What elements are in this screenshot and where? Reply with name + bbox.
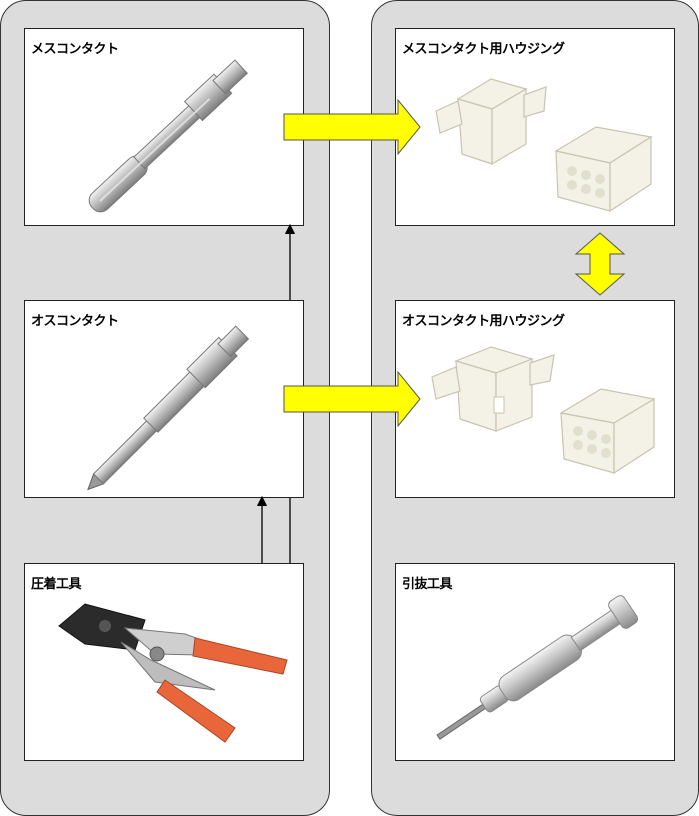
male-contact-label: オスコンタクト: [31, 314, 119, 329]
female-housing-box: メスコンタクト用ハウジング: [395, 28, 675, 226]
extraction-tool-image: [436, 595, 639, 740]
female-housing-label: メスコンタクト用ハウジング: [402, 42, 565, 57]
crimp-tool-label: 圧着工具: [31, 577, 82, 592]
extraction-tool-label: 引抜工具: [402, 577, 453, 592]
female-housing-image: [435, 78, 653, 213]
extraction-tool-box: 引抜工具: [395, 563, 675, 761]
female-contact-label: メスコンタクト: [31, 42, 119, 57]
male-contact-box: オスコンタクト: [24, 300, 304, 498]
male-housing-label: オスコンタクト用ハウジング: [402, 314, 565, 329]
crimp-tool-image: [58, 603, 288, 743]
male-housing-box: オスコンタクト用ハウジング: [395, 300, 675, 498]
male-housing-image: [431, 346, 656, 475]
female-contact-image: [88, 59, 248, 213]
female-contact-box: メスコンタクト: [24, 28, 304, 226]
crimp-tool-box: 圧着工具: [24, 563, 304, 761]
male-contact-image: [87, 325, 250, 491]
